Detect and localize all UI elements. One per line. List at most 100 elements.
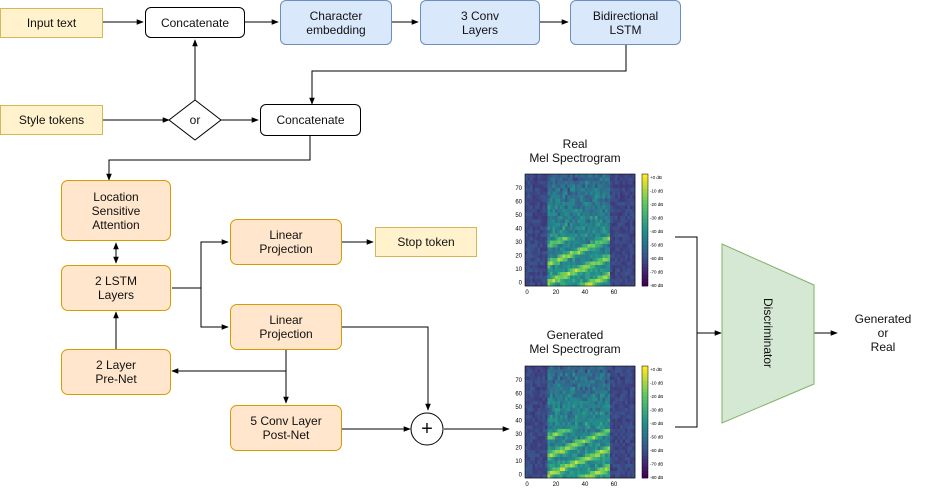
spectrogram-cell — [607, 425, 611, 430]
spectrogram-cell — [565, 198, 568, 203]
spectrogram-cell — [580, 191, 583, 196]
spectrogram-cell — [547, 198, 551, 203]
spectrogram-cell — [540, 258, 543, 262]
spectrogram-cell — [607, 408, 611, 412]
spectrogram-cell — [612, 390, 616, 395]
colorbar-cell — [642, 233, 648, 238]
spectrogram-cell — [627, 474, 631, 479]
spectrogram-cell — [580, 471, 583, 475]
spectrogram-cell — [595, 383, 598, 388]
spectrogram-cell — [572, 380, 576, 384]
spectrogram-cell — [585, 191, 588, 196]
spectrogram-cell — [525, 202, 528, 206]
spectrogram-cell — [542, 233, 546, 238]
spectrogram-cell — [625, 446, 628, 451]
colorbar-tick-label: -40 dB — [650, 229, 663, 234]
spectrogram-cell — [592, 240, 596, 245]
spectrogram-cell — [557, 404, 561, 409]
spectrogram-cell — [620, 247, 623, 252]
spectrogram-cell — [590, 174, 593, 178]
spectrogram-cell — [592, 230, 596, 234]
spectrogram-cell — [620, 237, 623, 241]
spectrogram-cell — [595, 254, 598, 259]
spectrogram-cell — [537, 216, 541, 220]
spectrogram-cell — [560, 177, 563, 182]
spectrogram-cell — [622, 446, 626, 451]
spectrogram-cell — [547, 418, 551, 423]
spectrogram-cell — [610, 205, 613, 210]
spectrogram-cell — [575, 408, 578, 412]
spectrogram-cell — [622, 209, 626, 213]
spectrogram-cell — [530, 237, 533, 241]
spectrogram-cell — [530, 467, 533, 472]
spectrogram-cell — [587, 191, 591, 196]
spectrogram-cell — [622, 464, 626, 468]
spectrogram-cell — [602, 418, 606, 423]
spectrogram-cell — [587, 422, 591, 426]
spectrogram-cell — [577, 418, 581, 423]
spectrogram-cell — [545, 261, 548, 266]
spectrogram-cell — [580, 202, 583, 206]
spectrogram-cell — [627, 401, 631, 405]
spectrogram-cell — [597, 429, 601, 433]
spectrogram-cell — [615, 425, 618, 430]
spectrogram-cell — [600, 177, 603, 182]
spectrogram-cell — [615, 418, 618, 423]
spectrogram-cell — [632, 219, 636, 224]
spectrogram-cell — [560, 223, 563, 227]
spectrogram-cell — [617, 237, 621, 241]
spectrogram-cell — [535, 230, 538, 234]
spectrogram-cell — [605, 471, 608, 475]
spectrogram-cell — [632, 268, 636, 273]
spectrogram-cell — [590, 226, 593, 231]
spectrogram-cell — [582, 219, 586, 224]
spectrogram-cell — [620, 401, 623, 405]
spectrogram-cell — [597, 432, 601, 437]
spectrogram-cell — [542, 216, 546, 220]
spectrogram-cell — [627, 450, 631, 454]
spectrogram-cell — [530, 401, 533, 405]
spectrogram-cell — [582, 474, 586, 479]
spectrogram-cell — [602, 432, 606, 437]
spectrogram-cell — [572, 387, 576, 391]
spectrogram-cell — [525, 174, 528, 178]
spectrogram-cell — [622, 226, 626, 231]
spectrogram-cell — [620, 195, 623, 199]
spectrogram-cell — [530, 265, 533, 269]
spectrogram-cell — [530, 226, 533, 231]
spectrogram-cell — [582, 195, 586, 199]
spectrogram-cell — [570, 191, 573, 196]
spectrogram-cell — [575, 460, 578, 465]
spectrogram-cell — [550, 401, 553, 405]
spectrogram-cell — [572, 202, 576, 206]
spectrogram-cell — [525, 279, 528, 283]
spectrogram-cell — [567, 275, 571, 280]
spectrogram-cell — [607, 436, 611, 440]
spectrogram-cell — [580, 177, 583, 182]
spectrogram-cell — [597, 436, 601, 440]
spectrogram-cell — [565, 258, 568, 262]
spectrogram-cell — [555, 446, 558, 451]
spectrogram-cell — [582, 230, 586, 234]
spectrogram-cell — [545, 251, 548, 255]
spectrogram-cell — [572, 411, 576, 416]
spectrogram-cell — [570, 237, 573, 241]
spectrogram-cell — [570, 408, 573, 412]
spectrogram-cell — [525, 383, 528, 388]
spectrogram-cell — [600, 219, 603, 224]
spectrogram-cell — [587, 390, 591, 395]
spectrogram-cell — [605, 467, 608, 472]
spectrogram-cell — [575, 373, 578, 377]
spectrogram-cell — [540, 397, 543, 402]
spectrogram-cell — [525, 247, 528, 252]
spectrogram-cell — [627, 191, 631, 196]
spectrogram-cell — [620, 254, 623, 259]
spectrogram-cell — [630, 432, 633, 437]
spectrogram-cell — [600, 401, 603, 405]
spectrogram-cell — [560, 198, 563, 203]
spectrogram-cell — [617, 233, 621, 238]
spectrogram-cell — [560, 247, 563, 252]
spectrogram-cell — [627, 244, 631, 248]
spectrogram-cell — [620, 443, 623, 447]
spectrogram-cell — [550, 209, 553, 213]
